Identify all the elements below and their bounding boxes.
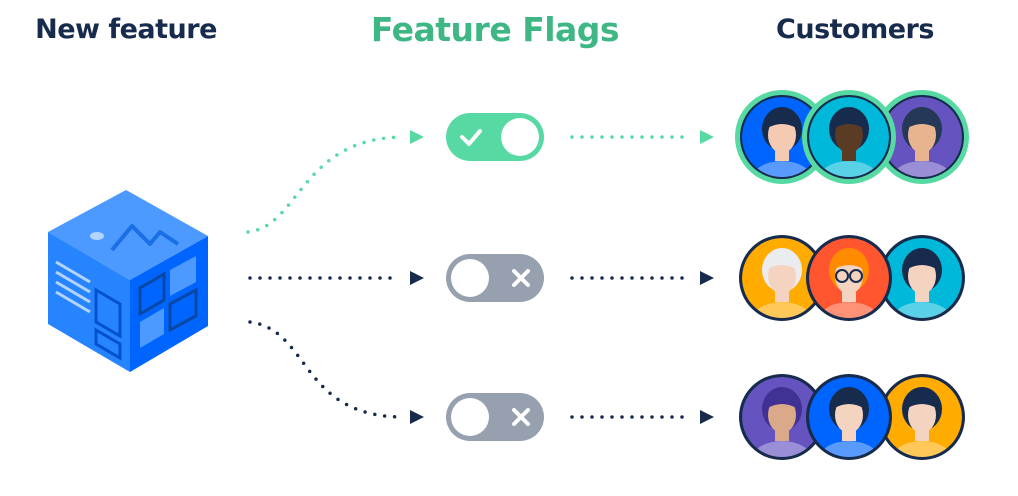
avatar [879, 374, 965, 460]
check-icon [460, 129, 482, 146]
customers-heading: Customers [776, 14, 934, 45]
connector-to-flag-1 [246, 135, 402, 234]
feature-flags-heading: Feature Flags [370, 10, 620, 49]
arrow-customers-3 [700, 410, 714, 424]
avatar [802, 90, 896, 184]
x-icon [512, 408, 530, 426]
feature-cube-icon [48, 190, 208, 372]
arrow-customers-2 [700, 271, 714, 285]
arrow-flag-3 [410, 410, 424, 424]
connector-to-flag-3 [248, 320, 402, 419]
toggle-off-1[interactable] [446, 254, 544, 302]
avatar [806, 374, 892, 460]
customer-group-1 [735, 90, 969, 184]
connectors [246, 130, 714, 424]
avatar [739, 235, 825, 321]
avatar [806, 235, 892, 321]
new-feature-heading: New feature [35, 14, 217, 45]
avatar [739, 374, 825, 460]
customer-groups [735, 90, 969, 460]
x-icon [512, 269, 530, 287]
arrow-flag-2 [410, 271, 424, 285]
customer-group-3 [739, 374, 965, 460]
toggle-off-2[interactable] [446, 393, 544, 441]
avatar [875, 90, 969, 184]
arrow-customers-1 [700, 130, 714, 144]
arrow-flag-1 [410, 130, 424, 144]
avatar [735, 90, 829, 184]
customer-group-2 [739, 235, 965, 321]
toggle-on[interactable] [446, 113, 544, 161]
avatar [879, 235, 965, 321]
